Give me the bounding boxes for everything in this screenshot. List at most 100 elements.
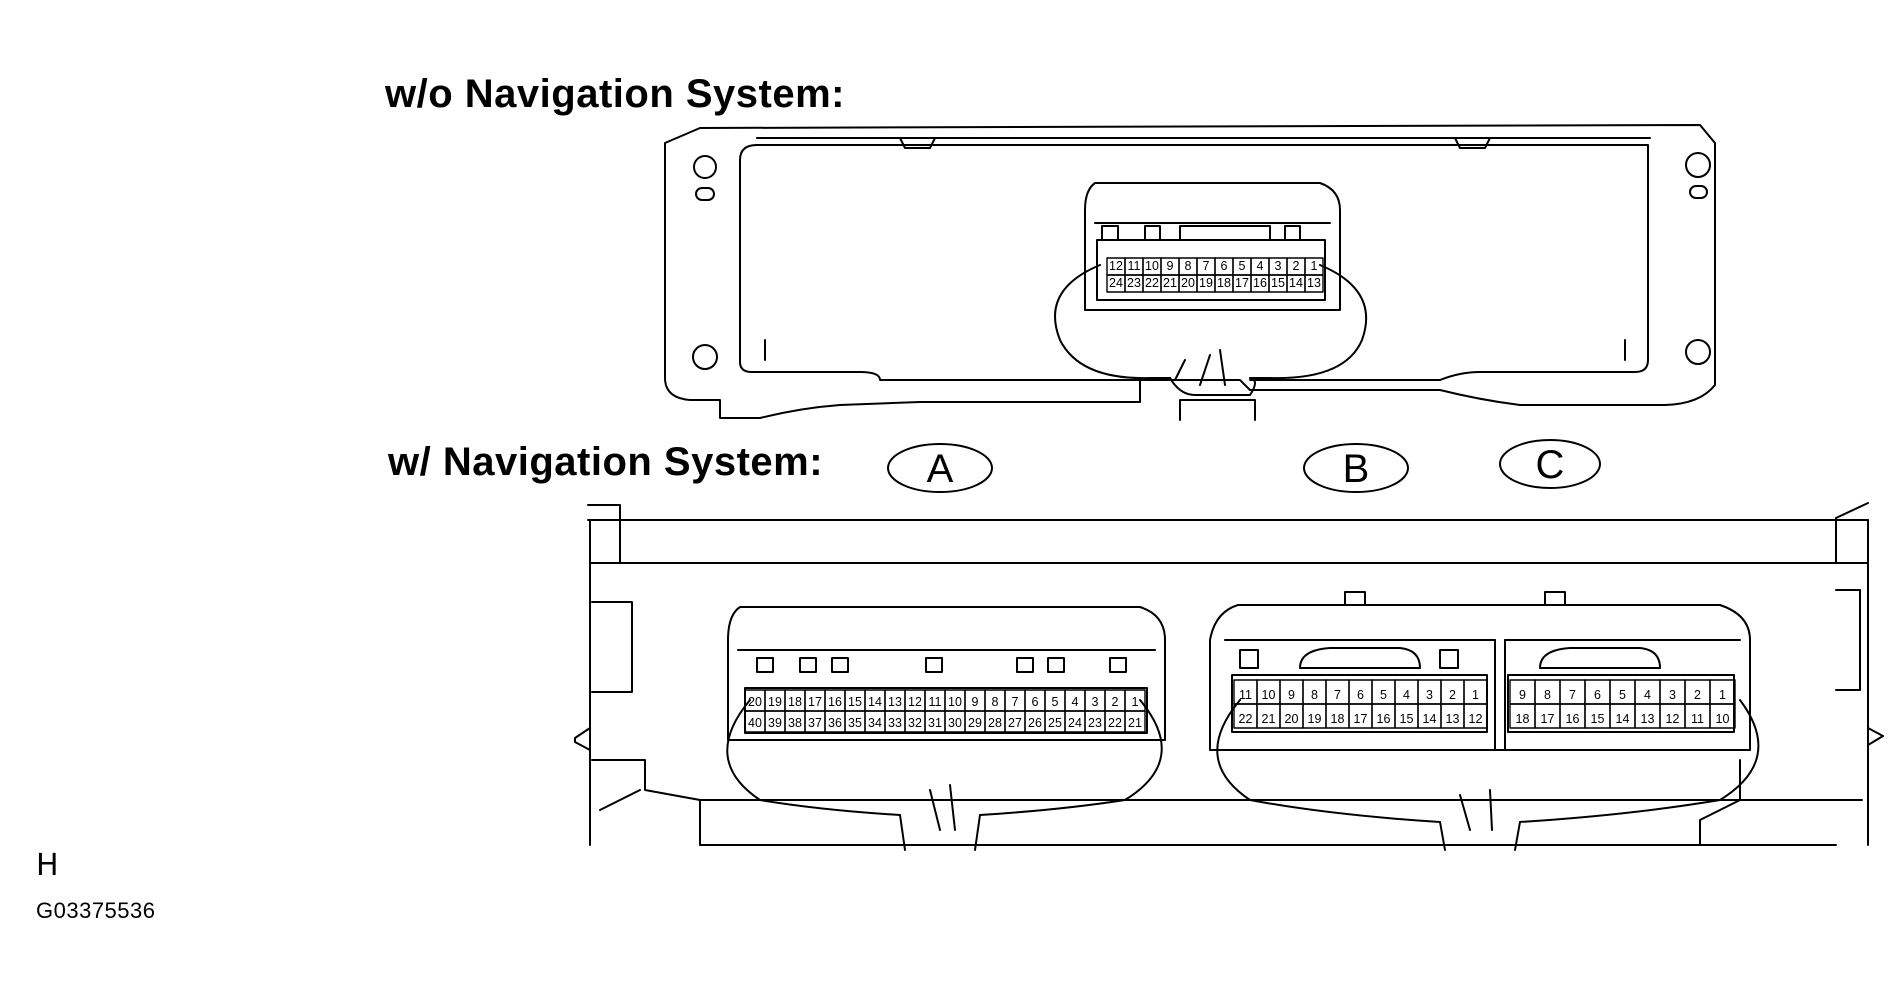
top-connector-pin-label: 16 [1253,276,1267,290]
connector-a-pin-label: 25 [1048,716,1062,730]
top-connector-pin-label: 4 [1257,259,1264,273]
connector-b-pin-label: 22 [1239,712,1253,726]
connector-a-pin-label: 29 [968,716,982,730]
connector-c-pin-label: 18 [1516,712,1530,726]
connector-a-pin-label: 10 [948,695,962,709]
top-connector-pin-label: 24 [1109,276,1123,290]
connector-c-pin-label: 7 [1569,688,1576,702]
connector-b-pin-label: 1 [1472,688,1479,702]
unit-with-navigation [574,439,1884,851]
corner-letter: H [36,848,59,883]
connector-a-pin-label: 23 [1088,716,1102,730]
connector-c-pin-label: 6 [1594,688,1601,702]
connector-a-pin-cell [1124,710,1146,733]
connector-a-pin-label: 40 [748,716,762,730]
connector-c-pin-label: 1 [1719,688,1726,702]
connector-b-pin-label: 15 [1400,712,1414,726]
connector-b-pin-label: 7 [1334,688,1341,702]
connector-b-pin-label: 17 [1354,712,1368,726]
connector-a-pin-label: 1 [1132,695,1139,709]
connector-b-pin-label: 13 [1446,712,1460,726]
connector-b-pin-label: 2 [1449,688,1456,702]
connector-a-pin-label: 20 [748,695,762,709]
connector-a-pin-label: 37 [808,716,822,730]
connector-a-pin-label: 7 [1012,695,1019,709]
connector-b-pin-label: 19 [1308,712,1322,726]
connector-b-pin-label: 3 [1426,688,1433,702]
connector-c-pin-label: 13 [1641,712,1655,726]
connector-a-pin-label: 11 [929,695,942,709]
connector-c-pin-label: 5 [1619,688,1626,702]
connector-b-pin-label: 11 [1239,688,1252,702]
top-connector-pin-label: 12 [1109,259,1123,273]
top-connector-pin-label: 19 [1199,276,1213,290]
connector-c-pin-label: 3 [1669,688,1676,702]
connector-label-c: C [1536,443,1565,487]
top-connector-pin-label: 9 [1167,259,1174,273]
connector-a-pin-label: 31 [928,716,942,730]
connector-b-pin-label: 18 [1331,712,1345,726]
connector-a-pin-label: 14 [868,695,882,709]
connector-b-pin-label: 14 [1423,712,1437,726]
connector-b-pin-label: 9 [1288,688,1295,702]
connector-a-pin-label: 18 [788,695,802,709]
connector-c-pin-cell [1709,703,1736,729]
connector-b-pin-label: 20 [1285,712,1299,726]
connector-b-pin-label: 6 [1357,688,1364,702]
connector-b-pin-cell [1463,703,1488,729]
connector-c-pin-label: 10 [1716,712,1730,726]
connector-b-pin-label: 10 [1262,688,1276,702]
connector-a-pin-label: 28 [988,716,1002,730]
figure-id: G03375536 [36,898,156,923]
connector-c-pin-label: 17 [1541,712,1555,726]
top-connector-pin-label: 2 [1293,259,1300,273]
connector-a-pin-label: 24 [1068,716,1082,730]
connector-a-pin-label: 19 [768,695,782,709]
heading-without-navigation: w/o Navigation System: [385,72,845,116]
top-connector-pin-label: 5 [1239,259,1246,273]
connector-a-pin-label: 4 [1072,695,1079,709]
top-connector-pin-label: 11 [1128,259,1141,273]
top-connector-pin-label: 10 [1145,259,1159,273]
connector-a-pin-label: 17 [808,695,822,709]
unit-without-navigation [664,124,1716,421]
top-connector-pin-label: 23 [1127,276,1141,290]
connector-a-pin-label: 38 [788,716,802,730]
connector-c-pin-label: 14 [1616,712,1630,726]
connector-b-pin-label: 12 [1469,712,1483,726]
connector-a-pin-label: 21 [1128,716,1142,730]
top-connector-pin-label: 14 [1289,276,1303,290]
connector-a-pin-label: 6 [1032,695,1039,709]
connector-label-a: A [927,447,954,491]
top-connector-pin-label: 1 [1311,259,1318,273]
connector-a-pin-label: 26 [1028,716,1042,730]
heading-with-navigation: w/ Navigation System: [388,440,824,484]
top-connector-pin-label: 6 [1221,259,1228,273]
top-connector-pin-label: 15 [1271,276,1285,290]
connector-a-pin-label: 32 [908,716,922,730]
top-connector-pin-label: 7 [1203,259,1210,273]
connector-a-pin-label: 15 [848,695,862,709]
connector-c-pin-label: 9 [1519,688,1526,702]
top-connector-pin-label: 3 [1275,259,1282,273]
top-connector-pin-label: 17 [1235,276,1249,290]
connector-b-pin-label: 5 [1380,688,1387,702]
connector-b-pin-label: 8 [1311,688,1318,702]
top-connector-pin-label: 8 [1185,259,1192,273]
connector-b-pin-label: 4 [1403,688,1410,702]
connector-a-pin-label: 30 [948,716,962,730]
top-connector-pin-label: 21 [1163,276,1177,290]
connector-c-pin-label: 16 [1566,712,1580,726]
connector-a-pin-label: 33 [888,716,902,730]
connector-a-pin-label: 35 [848,716,862,730]
connector-c-pin-label: 2 [1694,688,1701,702]
top-connector-pin-label: 13 [1307,276,1321,290]
connector-a-pin-label: 27 [1008,716,1022,730]
connector-a-pin-label: 16 [828,695,842,709]
connector-c-pin-label: 15 [1591,712,1605,726]
connector-a-pin-label: 3 [1092,695,1099,709]
